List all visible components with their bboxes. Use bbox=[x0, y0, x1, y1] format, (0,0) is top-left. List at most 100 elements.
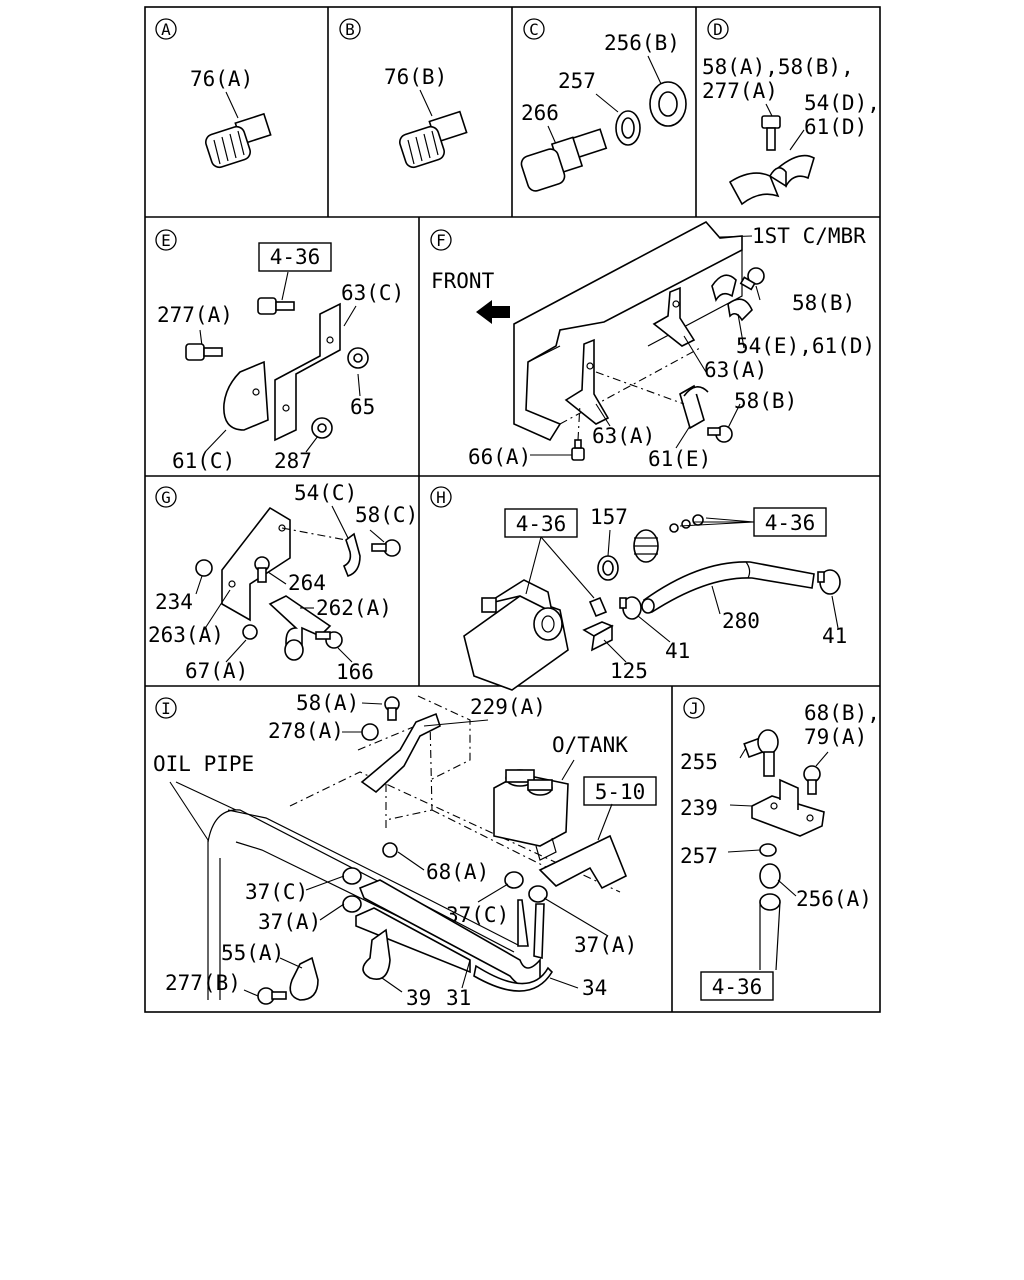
part-label: O/TANK bbox=[552, 733, 628, 757]
panel-grid bbox=[144, 6, 881, 1013]
panel-g: G 54(C) 58(C) 264 234 262(A) 263(A) 67(A… bbox=[148, 481, 418, 684]
hose-part bbox=[355, 879, 541, 988]
fitting-part bbox=[205, 112, 272, 169]
nut-part bbox=[759, 863, 781, 889]
panel-i: I 5-10 58(A) 229(A) 278(A) O/TANK OIL PI… bbox=[153, 691, 657, 1010]
oring-part bbox=[597, 555, 619, 581]
bolt-part bbox=[257, 297, 295, 315]
panel-letter: F bbox=[436, 231, 446, 250]
part-label: 61(C) bbox=[172, 449, 235, 473]
part-label: 256(B) bbox=[604, 31, 680, 55]
connector-part bbox=[520, 128, 608, 192]
nut-part bbox=[347, 347, 369, 369]
panel-a: A 76(A) bbox=[155, 18, 272, 169]
nut-part bbox=[649, 81, 687, 127]
pipe-part bbox=[582, 596, 614, 652]
part-label: 55(A) bbox=[221, 941, 284, 965]
nut-part bbox=[242, 624, 258, 640]
panel-j: J 4-36 68(B), 79(A) 255 239 257 256(A) bbox=[680, 697, 880, 1001]
part-label: 54(C) bbox=[294, 481, 357, 505]
nut-part bbox=[311, 417, 333, 439]
part-label: 58(A) bbox=[296, 691, 359, 715]
ref-box-label: 4-36 bbox=[765, 511, 816, 535]
part-label: 166 bbox=[336, 660, 374, 684]
part-label: 280 bbox=[722, 609, 760, 633]
panel-letter: J bbox=[689, 699, 699, 718]
part-label: 287 bbox=[274, 449, 312, 473]
panel-letter: G bbox=[161, 488, 171, 507]
bolt-part bbox=[254, 556, 270, 583]
nut-part bbox=[382, 842, 398, 858]
panel-letter-circle bbox=[155, 486, 177, 508]
bolt-part bbox=[571, 439, 585, 461]
part-label: 58(B) bbox=[792, 291, 855, 315]
bolt-part bbox=[707, 425, 733, 443]
part-label: 63(A) bbox=[592, 424, 655, 448]
clip-part bbox=[728, 154, 815, 206]
panel-letter-circle bbox=[523, 18, 545, 40]
part-label: 157 bbox=[590, 505, 628, 529]
part-label: 239 bbox=[680, 796, 718, 820]
hose-part bbox=[641, 561, 815, 614]
ref-box bbox=[258, 242, 332, 272]
part-label: 278(A) bbox=[268, 719, 344, 743]
ref-box-label: 5-10 bbox=[595, 780, 646, 804]
part-label: 229(A) bbox=[470, 695, 546, 719]
pipe-part bbox=[759, 893, 781, 971]
part-label: 58(B) bbox=[734, 389, 797, 413]
part-label: 61(D) bbox=[804, 115, 867, 139]
part-label: 79(A) bbox=[804, 725, 867, 749]
bracket-part bbox=[652, 286, 696, 347]
pipe-part bbox=[473, 899, 554, 992]
part-label: 41 bbox=[665, 639, 690, 663]
part-label: 277(A) bbox=[702, 79, 778, 103]
panel-letter-circle bbox=[430, 486, 452, 508]
panel-letter-circle bbox=[683, 697, 705, 719]
part-label: 256(A) bbox=[796, 887, 872, 911]
bracket-part bbox=[274, 302, 341, 442]
tank-clamp-part bbox=[360, 712, 441, 794]
ref-box-label: 4-36 bbox=[712, 975, 763, 999]
fitting-part bbox=[743, 729, 779, 777]
panel-letter: C bbox=[529, 20, 539, 39]
part-label: 76(B) bbox=[384, 65, 447, 89]
part-label: 41 bbox=[822, 624, 847, 648]
panel-letter: E bbox=[161, 231, 171, 250]
ref-box-label: 4-36 bbox=[270, 245, 321, 269]
part-label: 58(A),58(B), bbox=[702, 55, 854, 79]
panel-letter: A bbox=[161, 20, 171, 39]
clamp-part bbox=[342, 867, 548, 913]
tank-bracket-part bbox=[538, 803, 628, 890]
nut-part bbox=[361, 723, 379, 741]
clip-part bbox=[289, 928, 391, 1001]
panel-letter-circle bbox=[430, 229, 452, 251]
part-label: 37(A) bbox=[574, 933, 637, 957]
part-label: 262(A) bbox=[316, 596, 392, 620]
part-label: 58(C) bbox=[355, 503, 418, 527]
washer-part bbox=[759, 843, 777, 857]
fitting-part bbox=[399, 110, 468, 169]
part-label: OIL PIPE bbox=[153, 752, 254, 776]
clamp-part bbox=[619, 596, 642, 620]
part-label: 125 bbox=[610, 659, 648, 683]
panel-letter: H bbox=[436, 488, 446, 507]
part-label: 34 bbox=[582, 976, 607, 1000]
bolt-part bbox=[803, 765, 821, 795]
panel-letter-circle bbox=[155, 18, 177, 40]
clip-part bbox=[268, 595, 332, 661]
panel-f: F 1ST C/MBR FRONT 58(B) 54(E),61(D) 63(A… bbox=[430, 220, 875, 471]
direction-label: FRONT bbox=[431, 269, 495, 293]
part-label: 61(E) bbox=[648, 447, 711, 471]
clamp-part bbox=[817, 569, 841, 595]
ref-box bbox=[700, 971, 774, 1001]
part-label: 76(A) bbox=[190, 67, 253, 91]
part-label: 255 bbox=[680, 750, 718, 774]
bolt-part bbox=[761, 115, 781, 151]
panel-letter-circle bbox=[155, 697, 177, 719]
connector-part bbox=[633, 514, 704, 563]
panel-d: D 58(A),58(B), 277(A) 54(D), 61(D) bbox=[702, 18, 880, 206]
part-label: 63(C) bbox=[341, 281, 404, 305]
clip-part bbox=[679, 384, 709, 430]
part-label: 263(A) bbox=[148, 623, 224, 647]
